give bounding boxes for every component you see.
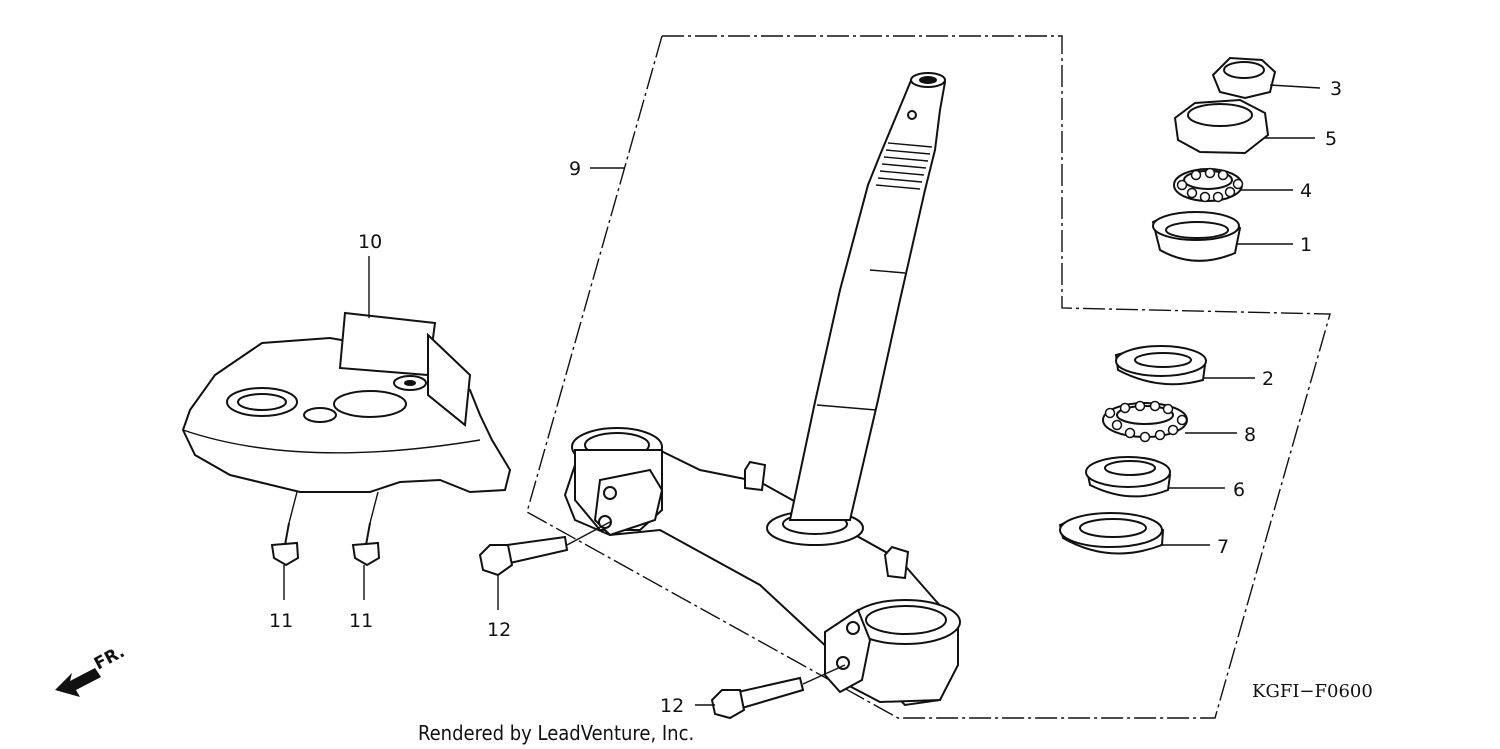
race-1 [1151, 211, 1242, 262]
callout-1: 1 [1300, 234, 1312, 256]
callout-10: 10 [358, 231, 382, 253]
bearing-8 [1102, 400, 1188, 443]
leader-lines [283, 84, 1321, 706]
bolt-12-left [478, 535, 569, 577]
bolt-12-right [710, 676, 805, 720]
callout-11-right: 11 [349, 610, 373, 632]
front-direction-label: FR. [91, 642, 128, 674]
bolt-11-left [270, 522, 300, 567]
callout-4: 4 [1300, 180, 1312, 202]
callout-12-left: 12 [487, 619, 511, 641]
callout-2: 2 [1262, 368, 1274, 390]
nut-3 [1211, 56, 1277, 100]
race-2 [1114, 345, 1207, 386]
callout-6: 6 [1233, 479, 1245, 501]
callout-3: 3 [1330, 78, 1342, 100]
front-direction-arrow: FR. [55, 642, 128, 697]
bearing-4 [1173, 167, 1244, 203]
seal-7 [1058, 512, 1165, 555]
callout-5: 5 [1325, 128, 1337, 150]
callout-7: 7 [1217, 536, 1229, 558]
nut-5 [1173, 98, 1270, 155]
assembly-boundary [526, 35, 1331, 719]
steering-stem [563, 72, 961, 707]
callout-9: 9 [569, 158, 581, 180]
race-6 [1085, 456, 1172, 498]
callout-8: 8 [1244, 424, 1256, 446]
render-credit: Rendered by LeadVenture, Inc. [418, 721, 694, 745]
cover-10 [181, 311, 512, 494]
bolt-11-right [351, 522, 381, 567]
callout-12-right: 12 [660, 695, 684, 717]
callout-11-left: 11 [269, 610, 293, 632]
drawing-code: KGFI−F0600 [1252, 681, 1373, 702]
